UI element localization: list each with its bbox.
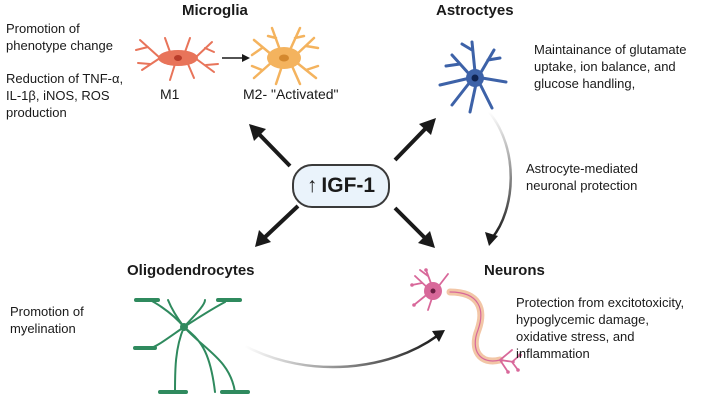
microglia-title: Microglia <box>182 2 248 19</box>
astrocytes-title: Astroctyes <box>436 2 514 19</box>
arrow-to-oligodendrocytes <box>255 204 300 247</box>
arrow-astrocytes-to-neurons <box>488 111 512 239</box>
microglia-m2-icon <box>250 26 320 86</box>
oligodendrocytes-effect: Promotion of myelination <box>10 304 84 336</box>
increase-arrow-icon: ↑ <box>306 174 318 197</box>
igf1-label: IGF-1 <box>321 174 376 197</box>
astrocyte-icon <box>438 40 508 114</box>
arrow-m1-to-m2 <box>222 54 250 62</box>
microglia-m1-label: M1 <box>160 86 180 102</box>
arrow-to-microglia <box>249 124 292 168</box>
astrocytes-effect: Maintainance of glutamate uptake, ion ba… <box>534 42 687 91</box>
oligodendrocyte-icon <box>133 298 250 394</box>
arrow-to-neurons <box>393 206 435 248</box>
microglia-m2-label: M2- "Activated" <box>243 86 339 102</box>
arrowhead-oligo-neurons <box>432 330 445 342</box>
microglia-effect-reduction: Reduction of TNF-α, IL-1β, iNOS, ROS pro… <box>6 71 124 120</box>
neuron-icon <box>410 268 522 374</box>
neurons-effect: Protection from excitotoxicity, hypoglyc… <box>516 295 685 361</box>
neurons-title: Neurons <box>484 262 545 279</box>
oligodendrocytes-title: Oligodendrocytes <box>127 262 255 279</box>
igf1-box: ↑ IGF-1 <box>292 164 390 208</box>
astrocyte-protection-label: Astrocyte-mediated neuronal protection <box>526 161 638 193</box>
microglia-effect-phenotype: Promotion of phenotype change <box>6 21 113 53</box>
microglia-m1-icon <box>135 37 219 81</box>
arrow-oligodendrocytes-to-neurons <box>244 334 438 369</box>
arrowhead-astrocytes-neurons <box>485 232 498 246</box>
arrow-to-astrocytes <box>393 118 436 162</box>
